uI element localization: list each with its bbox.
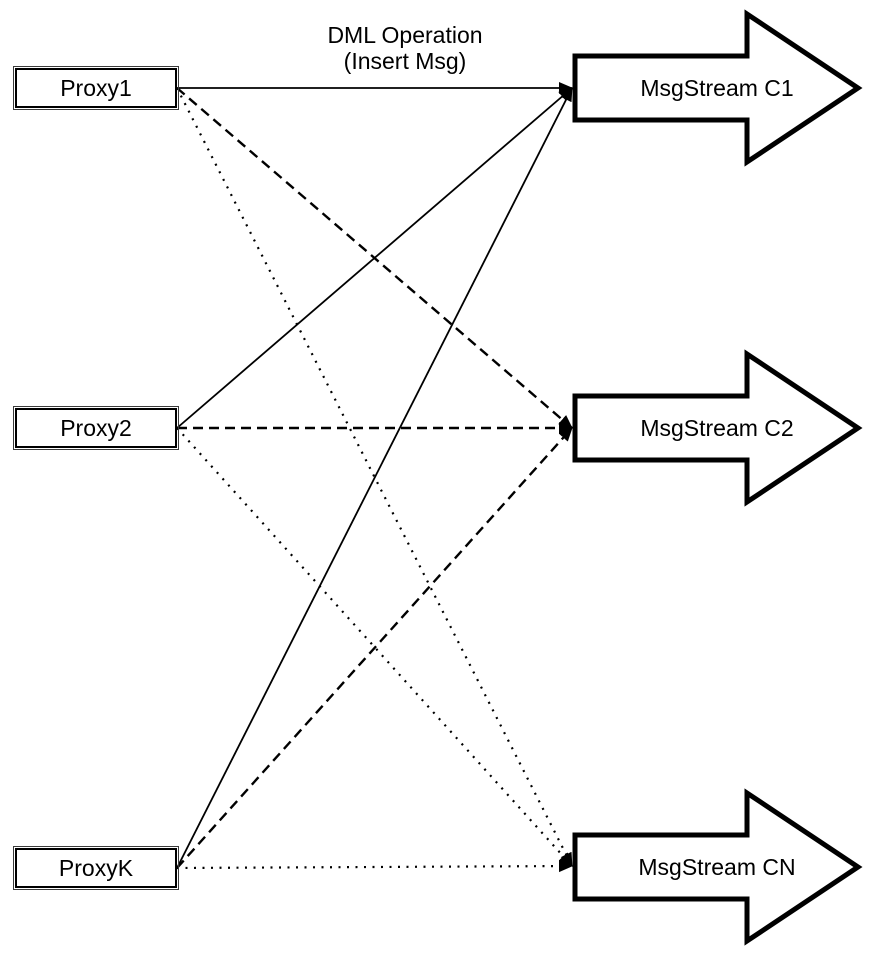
- msgstream-cn-node: MsgStream CN: [572, 788, 863, 946]
- connection-proxy2-c1: [176, 87, 573, 429]
- msgstream-c1-node: MsgStream C1: [572, 9, 863, 167]
- proxyk-node: ProxyK: [13, 846, 179, 890]
- connection-proxyk-cn: [176, 860, 573, 873]
- msgstream-c2-label: MsgStream C2: [640, 414, 794, 441]
- connection-proxyk-c1: [176, 87, 573, 869]
- msgstream-c2-node: MsgStream C2: [572, 349, 863, 507]
- proxy1-label: Proxy1: [60, 74, 132, 101]
- dml-operation-label: DML Operation (Insert Msg): [275, 22, 535, 74]
- proxy1-node: Proxy1: [13, 66, 179, 110]
- connection-proxy1-cn: [176, 87, 573, 867]
- connection-proxyk-c2: [176, 427, 573, 869]
- msgstream-c1-label: MsgStream C1: [640, 74, 794, 101]
- proxy2-label: Proxy2: [60, 414, 132, 441]
- block-arrow-icon: [572, 9, 863, 167]
- dml-operation-label-line1: DML Operation: [327, 22, 483, 48]
- block-arrow-icon: [572, 788, 863, 946]
- proxyk-label: ProxyK: [58, 854, 134, 881]
- proxy2-node: Proxy2: [13, 406, 179, 450]
- dml-operation-label-line2: (Insert Msg): [343, 48, 467, 74]
- block-arrow-icon: [572, 349, 863, 507]
- msgstream-cn-label: MsgStream CN: [638, 853, 796, 880]
